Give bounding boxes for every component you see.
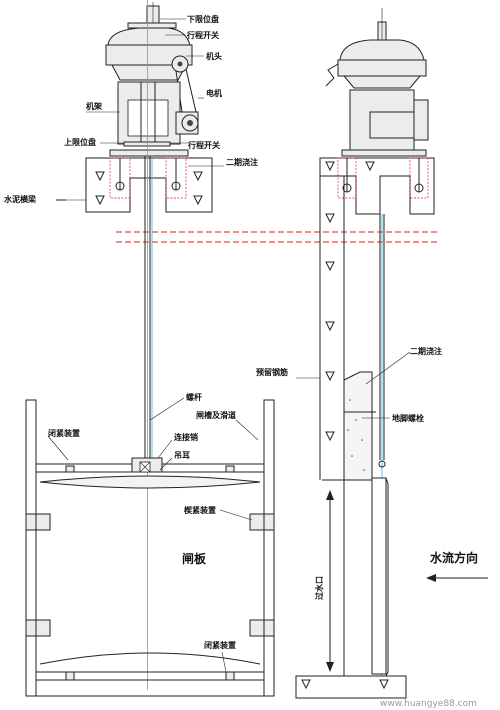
label-connecting-pin: 连接销 (174, 432, 198, 442)
secondary-pour-right-shape (343, 371, 373, 481)
head-dome (107, 27, 191, 46)
label-embedded-rebar: 预留钢筋 (256, 367, 288, 377)
label-secondary-pour-left: 二期浇注 (226, 157, 258, 167)
label-seal-device-top: 闭紧装置 (48, 428, 80, 438)
lower-limit-plate-shape (127, 22, 177, 29)
upper-limit-plate-shape (123, 141, 171, 147)
left-screw-rod (144, 0, 153, 690)
label-wedge-device: 楔紧装置 (184, 505, 216, 515)
left-concrete-beam (64, 157, 224, 213)
watermark: www.huangye88.com (380, 699, 477, 709)
label-lifting-lug: 吊耳 (174, 451, 190, 460)
label-gate-slot-rail: 闸槽及滑道 (196, 410, 236, 420)
break-lines (116, 231, 440, 243)
left-hoist (86, 2, 204, 157)
label-lower-limit-plate: 下限位盘 (187, 14, 219, 24)
label-seal-device-bottom: 闭紧装置 (204, 640, 236, 650)
label-concrete-beam: 水泥横梁 (3, 194, 37, 204)
right-hoist (325, 8, 429, 157)
label-machine-head: 机头 (206, 51, 222, 61)
right-slot-section (295, 176, 488, 699)
label-travel-switch-bottom: 行程开关 (187, 140, 220, 150)
label-frame: 机架 (86, 101, 102, 111)
right-concrete-beam (319, 157, 435, 224)
label-screw-rod: 螺杆 (186, 392, 202, 402)
right-head-dome (339, 39, 425, 61)
label-travel-switch-top: 行程开关 (186, 30, 219, 40)
left-gate-frame (25, 397, 275, 697)
label-secondary-pour-right: 二期浇注 (410, 346, 442, 356)
label-gate-plate: 闸板 (182, 551, 207, 566)
labels: 下限位盘 行程开关 机头 机架 电机 上限位盘 行程开关 二期浇注 水泥横梁 螺… (3, 14, 478, 709)
label-anchor-bolt: 地脚螺栓 (392, 413, 424, 423)
label-flow-direction: 水流方向 (430, 550, 478, 565)
label-water-outlet: 过水口 (314, 576, 324, 600)
label-motor: 电机 (206, 88, 222, 98)
label-upper-limit-plate: 上限位盘 (64, 137, 96, 147)
right-motor (369, 111, 421, 139)
